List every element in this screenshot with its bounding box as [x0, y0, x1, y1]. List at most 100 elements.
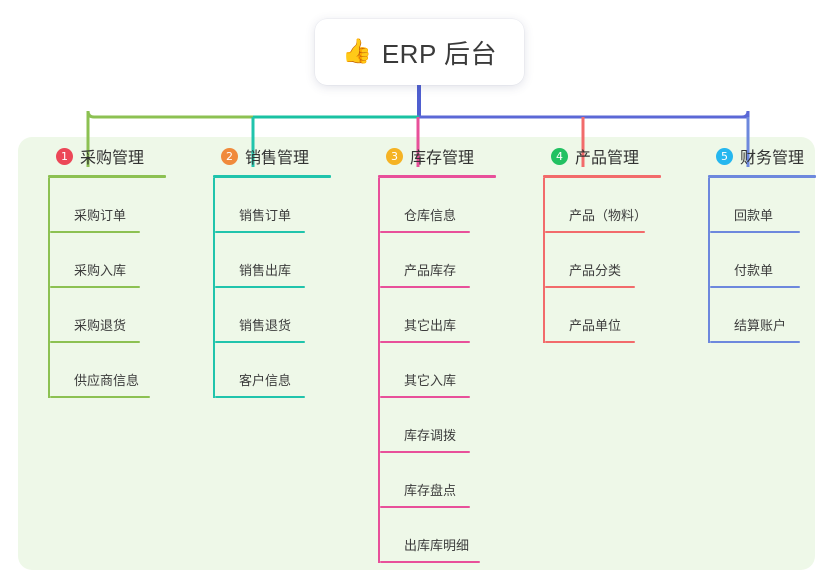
branch-header-2[interactable]: 2 销售管理: [203, 143, 353, 169]
branch-number-badge: 3: [386, 147, 403, 165]
branch-item[interactable]: 销售退货: [213, 288, 353, 343]
branch-column-3: 3 库存管理仓库信息产品库存其它出库其它入库库存调拨库存盘点出库库明细: [368, 143, 518, 563]
branch-spine: [708, 178, 710, 343]
branch-item-label: 付款单: [734, 263, 774, 278]
branch-item-label: 销售订单: [239, 208, 292, 223]
branch-item[interactable]: 结算账户: [708, 288, 839, 343]
branch-item[interactable]: 客户信息: [213, 343, 353, 398]
branch-item-label: 仓库信息: [404, 208, 457, 223]
branch-title: 财务管理: [740, 150, 805, 167]
branch-item-underline: [710, 341, 800, 343]
branch-item-underline: [380, 561, 480, 563]
branch-item-list: 销售订单销售出库销售退货客户信息: [213, 178, 353, 398]
branch-number-badge: 1: [56, 147, 73, 165]
branch-item-underline: [50, 286, 140, 288]
branch-item-underline: [710, 231, 800, 233]
branch-underline: [708, 175, 816, 178]
branch-item-label: 采购退货: [74, 318, 127, 333]
branch-spine: [48, 178, 50, 398]
branch-item-underline: [545, 341, 635, 343]
branch-item-underline: [380, 451, 470, 453]
branch-item-list: 采购订单采购入库采购退货供应商信息: [48, 178, 188, 398]
branch-item[interactable]: 仓库信息: [378, 178, 518, 233]
branch-item-label: 回款单: [734, 208, 774, 223]
branch-item[interactable]: 产品单位: [543, 288, 683, 343]
branch-item[interactable]: 销售出库: [213, 233, 353, 288]
branch-underline: [378, 175, 496, 178]
branch-item[interactable]: 其它出库: [378, 288, 518, 343]
branch-header-4[interactable]: 4 产品管理: [533, 143, 683, 169]
branch-spine: [213, 178, 215, 398]
branch-item-label: 采购入库: [74, 263, 127, 278]
branch-header-5[interactable]: 5 财务管理: [698, 143, 839, 169]
branch-item-underline: [710, 286, 800, 288]
branch-item-label: 结算账户: [734, 318, 787, 333]
root-node-card[interactable]: 👍 ERP 后台: [315, 19, 524, 85]
branch-item-underline: [380, 341, 470, 343]
branch-number-badge: 4: [551, 147, 568, 165]
branch-item[interactable]: 库存盘点: [378, 453, 518, 508]
branch-item[interactable]: 供应商信息: [48, 343, 188, 398]
branch-item-list: 仓库信息产品库存其它出库其它入库库存调拨库存盘点出库库明细: [378, 178, 518, 563]
branch-title: 销售管理: [245, 150, 310, 167]
branch-item-label: 产品分类: [569, 263, 622, 278]
branch-item-list: 产品（物料） 产品分类产品单位: [543, 178, 683, 343]
branch-column-2: 2 销售管理销售订单销售出库销售退货客户信息: [203, 143, 353, 398]
branch-item[interactable]: 产品（物料）: [543, 178, 683, 233]
branch-item-underline: [380, 396, 470, 398]
branch-item-underline: [50, 231, 140, 233]
branch-item[interactable]: 采购退货: [48, 288, 188, 343]
branch-item[interactable]: 采购订单: [48, 178, 188, 233]
branch-item-label: 产品库存: [404, 263, 457, 278]
branch-number-badge: 5: [716, 147, 733, 165]
branch-item[interactable]: 库存调拨: [378, 398, 518, 453]
branch-item[interactable]: 产品库存: [378, 233, 518, 288]
branch-item-label: 供应商信息: [74, 373, 140, 388]
branch-column-5: 5 财务管理回款单付款单结算账户: [698, 143, 839, 343]
branch-underline: [543, 175, 661, 178]
branch-number-badge: 2: [221, 147, 238, 165]
branch-underline: [213, 175, 331, 178]
branch-item-label: 出库库明细: [404, 538, 470, 553]
branch-item[interactable]: 出库库明细: [378, 508, 518, 563]
branch-spine: [378, 178, 380, 563]
branch-item-underline: [50, 341, 140, 343]
branch-item-list: 回款单付款单结算账户: [708, 178, 839, 343]
branch-item-label: 库存调拨: [404, 428, 457, 443]
branch-item-underline: [380, 506, 470, 508]
branch-underline: [48, 175, 166, 178]
branch-item[interactable]: 其它入库: [378, 343, 518, 398]
branch-item-label: 其它出库: [404, 318, 457, 333]
branch-item-underline: [380, 231, 470, 233]
branch-spine: [543, 178, 545, 343]
branch-title: 产品管理: [575, 150, 640, 167]
branch-item[interactable]: 回款单: [708, 178, 839, 233]
branch-header-3[interactable]: 3 库存管理: [368, 143, 518, 169]
branch-title: 采购管理: [80, 150, 145, 167]
thumbs-up-icon: 👍: [341, 38, 372, 65]
branch-header-1[interactable]: 1 采购管理: [38, 143, 188, 169]
branch-item-underline: [545, 286, 635, 288]
branch-item-label: 其它入库: [404, 373, 457, 388]
branch-item-underline: [50, 396, 150, 398]
branch-item-label: 库存盘点: [404, 483, 457, 498]
branch-item-label: 采购订单: [74, 208, 127, 223]
branch-item-label: 客户信息: [239, 373, 292, 388]
branch-item-label: 销售出库: [239, 263, 292, 278]
branch-item-underline: [545, 231, 645, 233]
branch-item[interactable]: 销售订单: [213, 178, 353, 233]
branch-title: 库存管理: [410, 150, 475, 167]
branch-item-underline: [215, 286, 305, 288]
branch-item-underline: [380, 286, 470, 288]
branch-item[interactable]: 产品分类: [543, 233, 683, 288]
branch-item[interactable]: 采购入库: [48, 233, 188, 288]
branch-item-underline: [215, 396, 305, 398]
branch-item[interactable]: 付款单: [708, 233, 839, 288]
branch-column-4: 4 产品管理产品（物料） 产品分类产品单位: [533, 143, 683, 343]
branch-item-label: 产品单位: [569, 318, 622, 333]
branch-item-underline: [215, 231, 305, 233]
diagram-background-panel: [18, 137, 815, 570]
branch-item-label: 销售退货: [239, 318, 292, 333]
root-node-title: ERP 后台: [381, 38, 498, 69]
branch-column-1: 1 采购管理采购订单采购入库采购退货供应商信息: [38, 143, 188, 398]
